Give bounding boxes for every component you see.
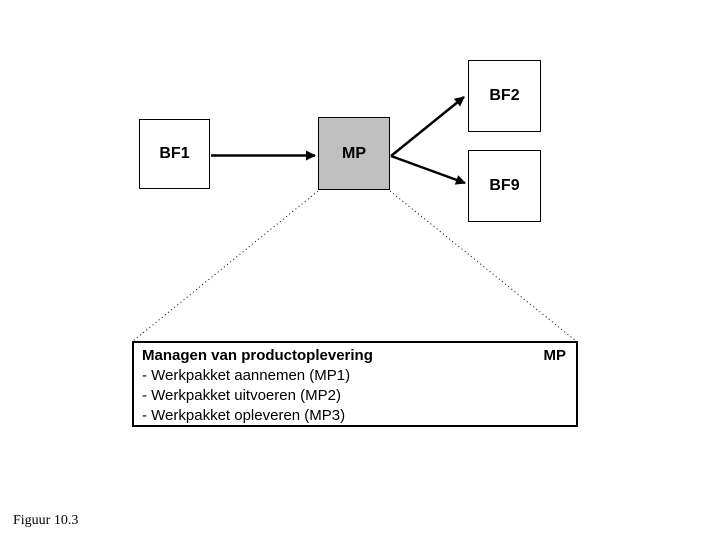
arrow-mp-to-bf2 bbox=[390, 96, 465, 157]
process-detail-box: Managen van productoplevering MP - Werkp… bbox=[132, 341, 578, 427]
node-bf2: BF2 bbox=[468, 60, 541, 132]
node-bf1-label: BF1 bbox=[159, 145, 190, 162]
arrow-mp-to-bf9 bbox=[390, 154, 466, 185]
process-item: - Werkpakket uitvoeren (MP2) bbox=[142, 387, 341, 404]
process-item: - Werkpakket aannemen (MP1) bbox=[142, 367, 351, 384]
dotted-line-left bbox=[132, 190, 319, 342]
node-bf1: BF1 bbox=[139, 119, 210, 189]
process-detail-title: Managen van productoplevering bbox=[142, 347, 373, 364]
node-mp-label: MP bbox=[342, 144, 366, 162]
node-mp: MP bbox=[318, 117, 390, 190]
node-bf9: BF9 bbox=[468, 150, 541, 222]
process-detail-code: MP bbox=[543, 347, 567, 364]
process-detail-header: Managen van productoplevering MP bbox=[142, 346, 566, 366]
process-detail-items: - Werkpakket aannemen (MP1) - Werkpakket… bbox=[142, 366, 566, 426]
figure-caption: Figuur 10.3 bbox=[13, 513, 79, 528]
process-item: - Werkpakket opleveren (MP3) bbox=[142, 407, 346, 424]
node-bf2-label: BF2 bbox=[489, 87, 520, 104]
node-bf9-label: BF9 bbox=[489, 177, 520, 194]
